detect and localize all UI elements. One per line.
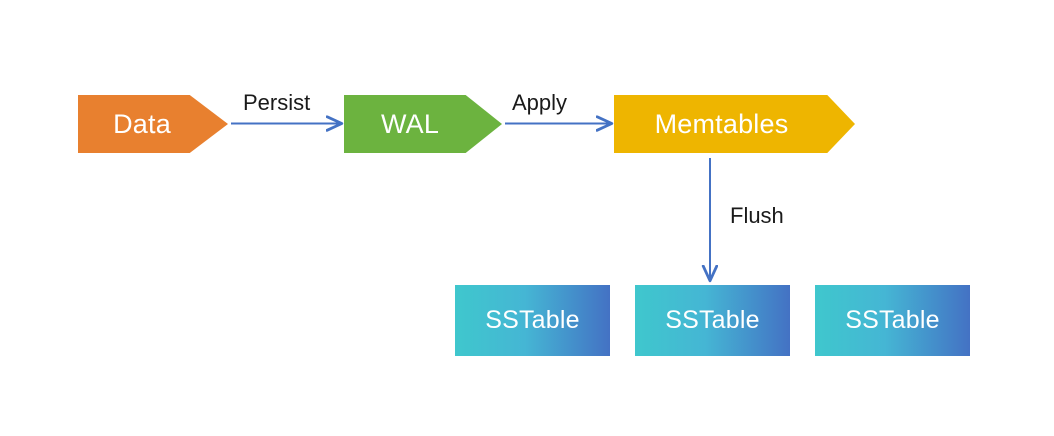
edge-label-persist: Persist xyxy=(243,90,311,115)
edge-label-flush: Flush xyxy=(730,203,784,228)
node-sstable-1-label: SSTable xyxy=(485,306,580,334)
node-sstable-2[interactable]: SSTable xyxy=(635,285,790,356)
node-sstable-3-label: SSTable xyxy=(845,306,940,334)
node-sstable-2-label: SSTable xyxy=(665,306,760,334)
node-sstable-3[interactable]: SSTable xyxy=(815,285,970,356)
node-data-label: Data xyxy=(113,108,171,139)
node-wal[interactable]: WAL xyxy=(344,95,502,153)
node-sstable-1[interactable]: SSTable xyxy=(455,285,610,356)
node-memtables[interactable]: Memtables xyxy=(614,95,855,153)
node-data[interactable]: Data xyxy=(78,95,228,153)
edge-label-apply: Apply xyxy=(512,90,568,115)
node-wal-label: WAL xyxy=(380,108,440,139)
node-memtables-label: Memtables xyxy=(654,108,789,139)
